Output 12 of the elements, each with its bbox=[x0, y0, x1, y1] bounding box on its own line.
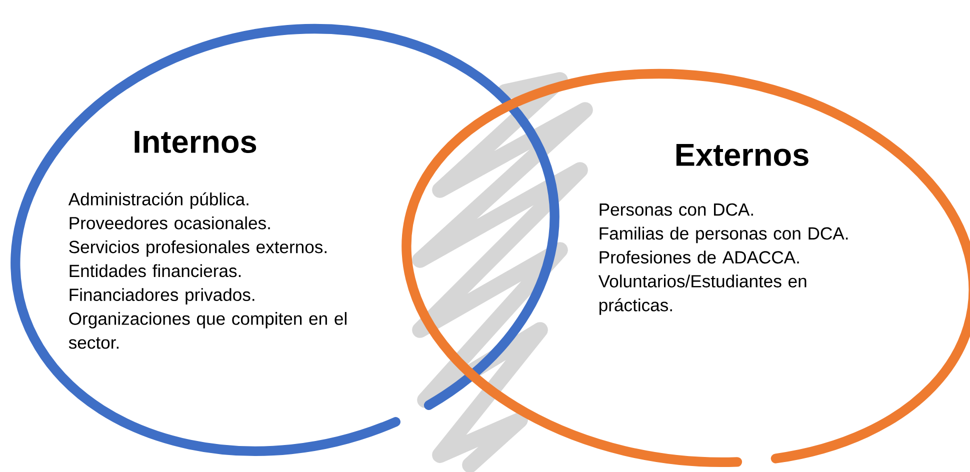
list-item: Personas con DCA. bbox=[600, 203, 753, 216]
list-item: Familias de personas con DCA. bbox=[600, 226, 848, 244]
list-item: Profesiones de ADACCA. bbox=[600, 250, 799, 264]
list-item: Voluntarios/Estudiantes en prácticas. bbox=[598, 274, 806, 315]
list-item: Entidades financieras. bbox=[70, 264, 241, 278]
heading: Externos bbox=[676, 144, 808, 166]
list-item: Servicios profesionales externos. bbox=[69, 240, 326, 257]
list-item: Administración pública. bbox=[68, 192, 248, 209]
list-item: Proveedores ocasionales. bbox=[70, 216, 270, 230]
list-item: Organizaciones que compiten en el sector. bbox=[68, 312, 346, 349]
heading: Internos bbox=[134, 130, 256, 154]
list-item: Financiadores privados. bbox=[70, 288, 254, 304]
